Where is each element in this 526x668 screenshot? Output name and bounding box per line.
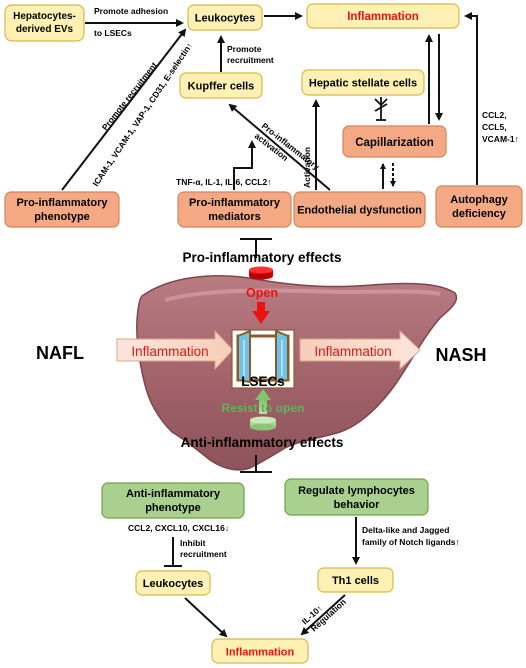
arrow-leukocytes-to-inflammation-bottom (184, 597, 228, 638)
inflammation-top-label: Inflammation (347, 11, 419, 23)
endothelial-dysfunction-label: Endothelial dysfunction (297, 205, 422, 217)
open-cylinder-icon (249, 266, 273, 280)
pro-mediators-line2: mediators (208, 211, 261, 223)
stellate-capillarization-link (374, 97, 388, 121)
arrow-th1-to-inflammation-bottom (300, 594, 346, 636)
inflammation-right-label: Inflammation (314, 344, 391, 359)
adhesion-molecules-label: ICAM-1, VCAM-1, VAP-1, CD31, E-selectin↑ (90, 41, 194, 189)
notch-line1: Delta-like and Jagged (362, 525, 449, 535)
regulate-lymphocytes-line1: Regulate lymphocytes (298, 485, 415, 497)
inflammation-top-box: Inflammation (306, 3, 460, 29)
inflammation-bottom-box: Inflammation (211, 638, 309, 664)
inhibit-recruitment-line1: Inhibit (180, 538, 206, 548)
leukocytes-bottom-label: Leukocytes (143, 578, 204, 590)
anti-phenotype-line2: phenotype (145, 502, 201, 514)
leukocytes-top-label: Leukocytes (195, 13, 256, 25)
stellate-cells-box: Hepatic stellate cells (301, 69, 425, 96)
hepatocytes-evs-line1: Hepatocytes- (13, 11, 76, 22)
regulate-lymphocytes-line2: behavior (334, 499, 381, 511)
liver-shape (136, 275, 458, 471)
inhibit-recruitment-line2: recruitment (180, 549, 227, 559)
anti-phenotype-line1: Anti-inflammatory (126, 488, 221, 500)
pro-mediators-box: Pro-inflammatory mediators (177, 191, 292, 228)
pro-effects-bracket (240, 238, 272, 258)
chemokines-autophagy-line2: CCL5, (482, 122, 507, 132)
resist-open-label: Resist to open (222, 401, 305, 415)
open-label: Open (246, 286, 278, 300)
promote-adhesion-line2: to LSECs (94, 28, 132, 38)
resist-green-arrow (255, 389, 271, 414)
th1-cells-label: Th1 cells (332, 575, 379, 587)
kupffer-cells-label: Kupffer cells (188, 81, 255, 93)
anti-effects-bracket (240, 455, 272, 473)
inflammation-arrow-right: Inflammation (299, 329, 421, 371)
autophagy-deficiency-box: Autophagy deficiency (435, 185, 523, 228)
resist-cylinder-icon (250, 416, 276, 431)
lsec-window-icon (231, 329, 295, 389)
pro-effects-label: Pro-inflammatory effects (182, 250, 341, 265)
autophagy-line2: deficiency (452, 208, 507, 220)
nash-label: NASH (435, 345, 486, 365)
open-red-arrow (252, 302, 270, 324)
th1-cells-box: Th1 cells (317, 567, 394, 593)
arrow-autophagy-to-inflammation (464, 12, 478, 185)
arrow-endothelial-to-kupffer (228, 103, 331, 191)
chemokines-autophagy-line1: CCL2, (482, 110, 507, 120)
anti-effects-label: Anti-inflammatory effects (181, 435, 344, 450)
autophagy-line1: Autophagy (450, 194, 508, 206)
regulate-lymphocytes-box: Regulate lymphocytes behavior (284, 478, 429, 516)
anti-chemokines-label: CCL2, CXCL10, CXCL16↓ (128, 523, 229, 533)
arrow-mediators-to-kupffer (233, 140, 256, 190)
liver-illustration (136, 275, 458, 471)
inflammation-arrow-left: Inflammation (116, 329, 234, 371)
pro-phenotype-line2: phenotype (34, 211, 90, 223)
chemokines-autophagy-line3: VCAM-1↑ (482, 134, 519, 144)
capillarization-label: Capillarization (355, 137, 434, 149)
pro-phenotype-line1: Pro-inflammatory (16, 197, 108, 209)
inflammation-bottom-label: Inflammation (226, 647, 295, 659)
hepatocytes-evs-line2: derived EVs (16, 24, 74, 35)
capillarization-box: Capillarization (342, 125, 447, 158)
liver-highlight (164, 288, 441, 302)
promote-recruitment-kupffer-line1: Promote (227, 44, 262, 54)
endothelial-dysfunction-box: Endothelial dysfunction (293, 191, 426, 228)
notch-line2: family of Notch ligands↑ (362, 537, 460, 547)
arrow-phenotype-to-leukocytes (61, 28, 187, 191)
lsecs-label: LSECs (241, 374, 285, 389)
inflammation-left-label: Inflammation (131, 344, 208, 359)
promote-recruitment-kupffer-line2: recruitment (227, 55, 274, 65)
leukocytes-bottom-box: Leukocytes (135, 570, 211, 596)
kupffer-cells-box: Kupffer cells (179, 72, 263, 99)
anti-phenotype-box: Anti-inflammatory phenotype (101, 482, 245, 519)
nafl-label: NAFL (36, 343, 84, 363)
stellate-cells-label: Hepatic stellate cells (309, 78, 417, 90)
pro-mediators-line1: Pro-inflammatory (189, 197, 281, 209)
hepatocytes-evs-box: Hepatocytes- derived EVs (4, 4, 85, 42)
leukocytes-top-box: Leukocytes (187, 4, 263, 31)
pro-phenotype-box: Pro-inflammatory phenotype (4, 191, 120, 228)
promote-adhesion-line1: Promote adhesion (94, 6, 168, 16)
mediators-list-label: TNF-α, IL-1, IL-6, CCL2↑ (176, 177, 271, 187)
inhibit-arrow (164, 537, 182, 567)
activation-label: Activation (302, 147, 312, 188)
